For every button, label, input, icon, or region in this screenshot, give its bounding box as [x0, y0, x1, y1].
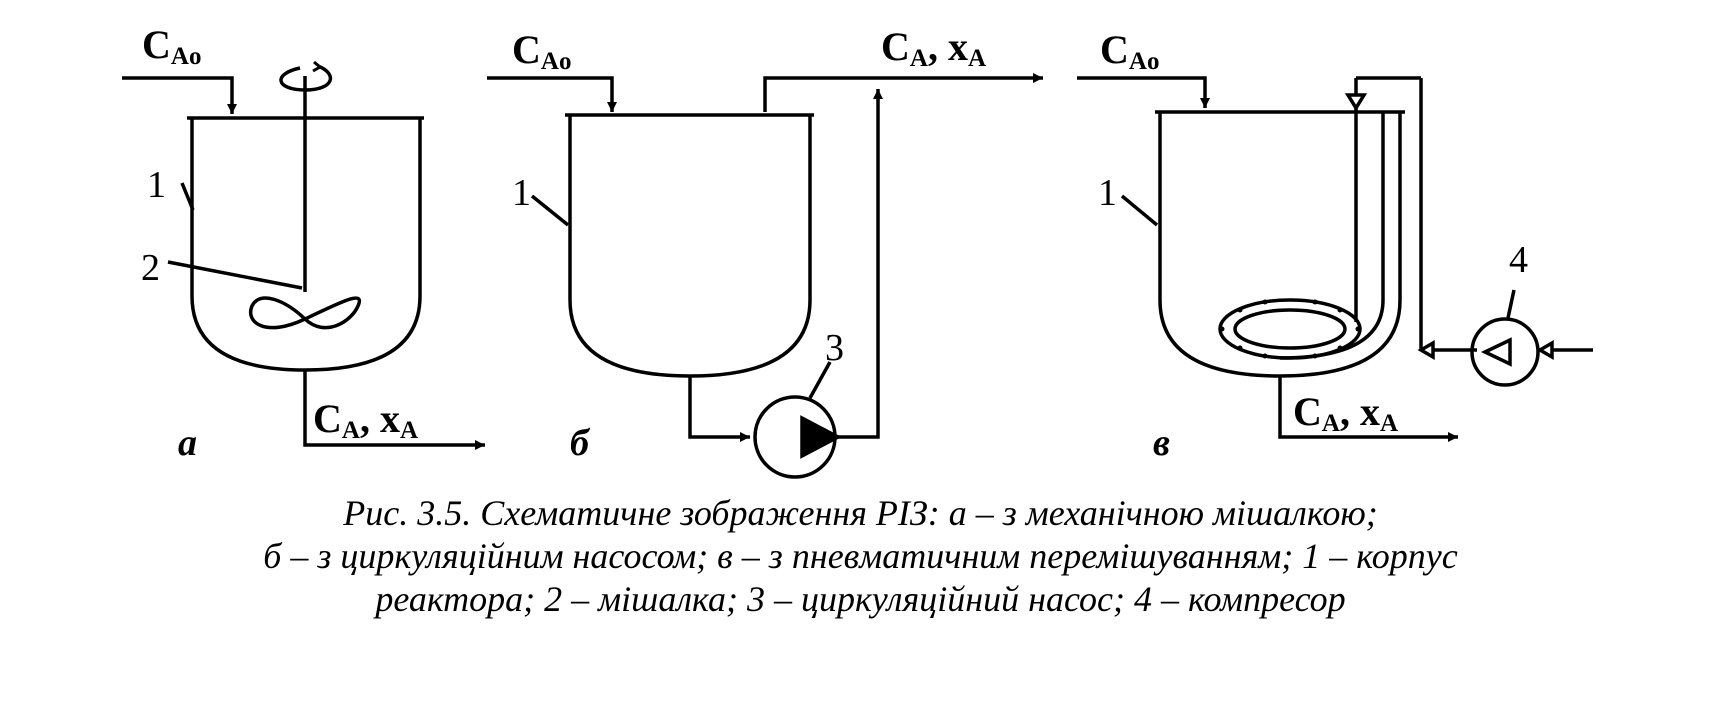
air-valve-right-icon — [1417, 339, 1435, 361]
outlet-label-c: CA, xA — [1293, 389, 1398, 437]
sparger-ring-inner — [1233, 308, 1347, 350]
callout-line-4 — [1506, 289, 1516, 319]
diagram-a-mechanical-stirrer — [122, 60, 485, 450]
caption-line-2: б – з циркуляційним насосом; в – з пневм… — [263, 536, 1458, 576]
rotation-arrow-icon — [279, 64, 333, 92]
reactor-vessel-b — [568, 115, 812, 378]
inlet-pipe-a — [122, 76, 237, 114]
outlet-label-b: CA, xA — [881, 24, 986, 72]
outlet-pipe-a — [303, 370, 485, 450]
pump-discharge-line — [835, 89, 883, 439]
callout-4: 4 — [1509, 239, 1528, 281]
inlet-label-c: CAo — [1100, 27, 1159, 75]
panel-label-a: а — [178, 422, 197, 464]
diagram-b-circulation-pump — [487, 73, 1043, 479]
callout-3: 3 — [825, 327, 844, 369]
outlet-label-a: CA, xA — [313, 396, 418, 444]
inlet-label-a: CAo — [142, 22, 201, 70]
callout-1-b: 1 — [512, 172, 531, 214]
panel-label-b: б — [570, 422, 591, 464]
reactor-vessel-c — [1158, 112, 1402, 378]
air-valve-top-icon — [1344, 93, 1368, 112]
diagram-c-pneumatic-mixing — [1077, 76, 1593, 442]
inlet-label-b: CAo — [512, 27, 571, 75]
air-intake-arrow-icon — [1536, 339, 1554, 361]
callout-line-1c — [1120, 194, 1159, 227]
callout-1-a: 1 — [147, 164, 166, 206]
circulation-line-b — [688, 376, 750, 442]
panel-label-c: в — [1153, 422, 1170, 464]
sparger-holes — [1219, 299, 1361, 359]
figure-caption: Рис. 3.5. Схематичне зображення РІЗ: а –… — [0, 492, 1721, 621]
callout-line-2 — [167, 260, 303, 290]
inlet-pipe-c — [1077, 76, 1210, 108]
compressor — [1470, 317, 1540, 387]
callout-2: 2 — [141, 247, 160, 289]
outlet-pipe-c — [1278, 376, 1458, 442]
caption-line-3: реактора; 2 – мішалка; 3 – циркуляційний… — [375, 579, 1346, 619]
callout-1-c: 1 — [1098, 172, 1117, 214]
callout-line-3 — [808, 361, 832, 399]
inlet-pipe-b — [487, 76, 617, 112]
callout-line-1b — [530, 194, 570, 227]
pump-arrow-icon — [800, 415, 842, 459]
callout-line-1a — [180, 182, 195, 211]
vessel-jacket — [1279, 112, 1385, 360]
caption-line-1: Рис. 3.5. Схематичне зображення РІЗ: а –… — [343, 493, 1378, 533]
compressor-arrow-icon — [1480, 337, 1512, 367]
return-pipe-b — [763, 73, 1043, 112]
stirrer-blades — [248, 296, 362, 330]
